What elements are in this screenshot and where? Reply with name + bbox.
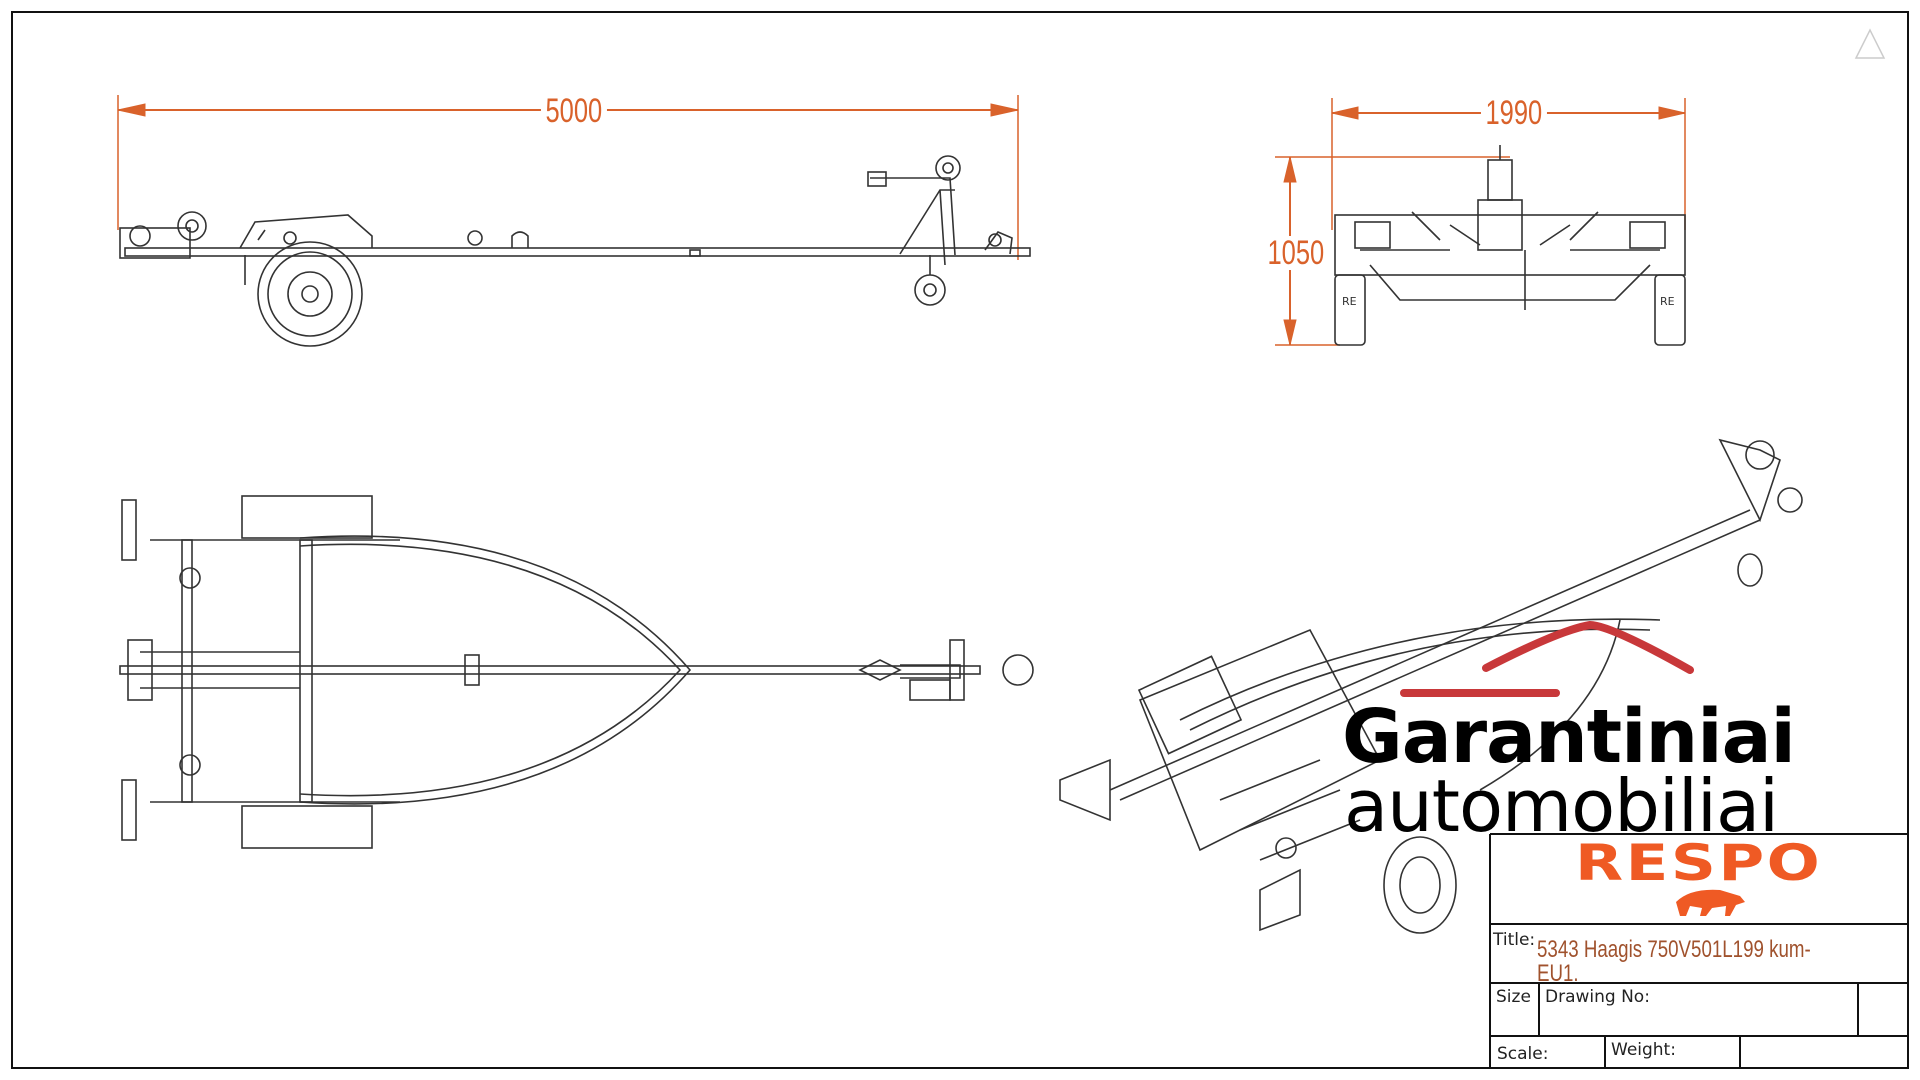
height-dimension-label: 1050 [1262, 236, 1329, 270]
drawing-no-label: Drawing No: [1545, 987, 1650, 1007]
length-dimension-label: 5000 [540, 94, 607, 128]
svg-text:RE: RE [1660, 295, 1675, 308]
size-label: Size [1496, 987, 1531, 1007]
watermark-roof-icon [1400, 620, 1694, 697]
title-block-frame [1489, 833, 1908, 1068]
watermark-line1: Garantiniai [1342, 694, 1796, 780]
corner-watermark-icon [1854, 28, 1886, 59]
front-view-drawing: RE RE [1334, 145, 1686, 346]
weight-label: Weight: [1611, 1040, 1676, 1060]
respo-brand-logo: RESPO [1575, 834, 1823, 892]
title-label: Title: [1493, 930, 1536, 950]
sheet-border [11, 11, 1909, 1069]
watermark-line2: automobiliai [1344, 764, 1779, 848]
title-value: 5343 Haagis 750V501L199 kum-EU1. [1537, 936, 1811, 987]
width-dimension-label: 1990 [1480, 96, 1547, 130]
scale-label: Scale: [1497, 1044, 1549, 1064]
svg-text:RE: RE [1342, 295, 1357, 308]
respo-bull-logo-icon [1676, 889, 1745, 916]
top-view-drawing [119, 495, 1034, 849]
side-view-drawing [119, 155, 1031, 347]
